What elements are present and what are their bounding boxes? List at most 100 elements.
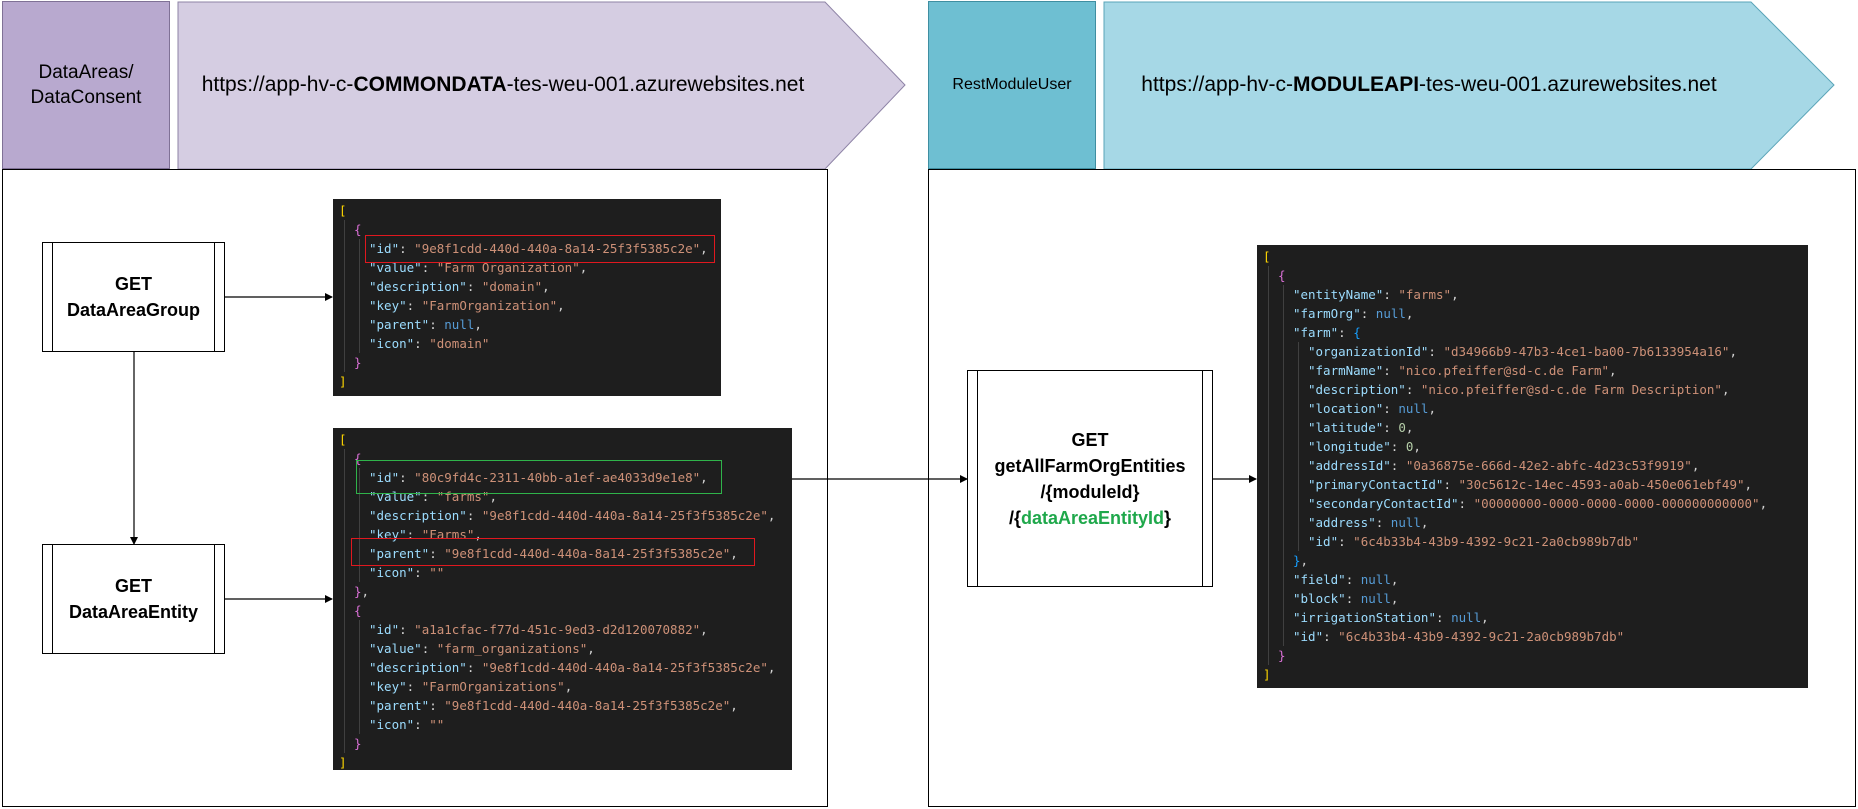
code-token: , (1451, 287, 1459, 302)
code-token: "address" (1308, 515, 1376, 530)
get-farmorg-path1: /{moduleId} (1040, 481, 1140, 502)
code-line: { (339, 220, 721, 239)
code-line: "key": "FarmOrganization", (339, 296, 721, 315)
code-line: "id": "a1a1cfac-f77d-451c-9ed3-d2d120070… (339, 620, 792, 639)
code-token: : (1390, 458, 1406, 473)
code-token: } (354, 355, 362, 370)
code-token: "domain" (429, 336, 490, 351)
code-token: , (587, 641, 595, 656)
code-token: , (1413, 439, 1421, 454)
json-dataareagroup: [ { "id": "9e8f1cdd-440d-440a-8a14-25f3f53… (333, 199, 721, 396)
code-token: "longitude" (1308, 439, 1391, 454)
code-line: "longitude": 0, (1263, 437, 1808, 456)
highlight-entity-parent (351, 538, 755, 566)
code-line: "icon": "" (339, 715, 792, 734)
code-token: "id" (1293, 629, 1324, 644)
right-header-url: https://app-hv-c-MODULEAPI-tes-weu-001.a… (1104, 1, 1754, 169)
left-url-prefix: https://app-hv-c- (201, 73, 354, 96)
code-token: : (1345, 591, 1361, 606)
code-token: "icon" (369, 717, 415, 732)
get-farmorg-path2-param: dataAreaEntityId (1020, 507, 1165, 528)
code-token: : (1375, 515, 1391, 530)
code-token: , (1609, 363, 1617, 378)
code-line: "latitude": 0, (1263, 418, 1808, 437)
code-token: , (564, 679, 573, 694)
code-token: : (429, 546, 445, 561)
code-token: , (557, 298, 565, 313)
right-url-suffix: -tes-weu-001.azurewebsites.net (1419, 73, 1717, 96)
code-token: "6c4b33b4-43b9-4392-9c21-2a0cb989b7db" (1353, 534, 1640, 549)
code-token: "parent" (369, 317, 430, 332)
code-token: null (1451, 610, 1482, 625)
code-line: "icon": "" (339, 563, 792, 582)
code-token: ] (339, 755, 347, 770)
code-line: "id": "9e8f1cdd-440d-440a-8a14-25f3f5385… (339, 239, 721, 258)
code-token: { (354, 222, 362, 237)
get-dataareaentity-name: DataAreaEntity (68, 602, 199, 622)
get-dataareagroup-method: GET (114, 274, 152, 294)
code-token: : (1338, 325, 1354, 340)
code-token: "farms" (436, 489, 490, 504)
code-token: "farmName" (1308, 363, 1384, 378)
code-line: "value": "farms", (339, 487, 792, 506)
code-token: null (1360, 591, 1391, 606)
code-token: "description" (1308, 382, 1406, 397)
code-token: , (1721, 382, 1730, 397)
get-farmorg-path2: /{dataAreaEntityId} (994, 505, 1185, 531)
left-header-label: DataAreas/ DataConsent (2, 1, 170, 169)
code-token: 0 (1405, 439, 1414, 454)
code-token: "" (429, 565, 445, 580)
code-token: "id" (369, 470, 400, 485)
code-token: "parent" (369, 546, 430, 561)
code-token: , (1300, 553, 1309, 568)
code-token: "80c9fd4c-2311-40bb-a1ef-ae4033d9e1e8" (414, 470, 701, 485)
code-token: , (1405, 306, 1414, 321)
code-token: , (474, 527, 482, 542)
code-token: [ (339, 432, 347, 447)
code-line: "description": "9e8f1cdd-440d-440a-8a14-… (339, 506, 792, 525)
code-token: "entityName" (1293, 287, 1384, 302)
code-token: [ (339, 203, 347, 218)
code-line: ] (339, 753, 792, 770)
code-token: "nico.pfeiffer@sd-c.de Farm Description" (1420, 382, 1722, 397)
code-token: "farm" (1293, 325, 1339, 340)
code-token: "description" (369, 508, 467, 523)
code-token: "domain" (481, 279, 543, 294)
code-token: : (429, 317, 445, 332)
code-token: "0a36875e-666d-42e2-abfc-4d23c53f9919" (1405, 458, 1692, 473)
code-token: , (1691, 458, 1700, 473)
code-token: "id" (1308, 534, 1339, 549)
code-token: : (414, 336, 430, 351)
code-token: "9e8f1cdd-440d-440a-8a14-25f3f5385c2e" (481, 660, 768, 675)
code-line: "icon": "domain" (339, 334, 721, 353)
code-token: , (767, 660, 776, 675)
code-line: ] (339, 372, 721, 391)
code-line: } (339, 734, 792, 753)
code-token: "id" (369, 241, 400, 256)
code-line: } (339, 353, 721, 372)
code-token: : (466, 279, 482, 294)
right-header-label: RestModuleUser (928, 1, 1096, 169)
code-token: "value" (369, 489, 422, 504)
code-line: "primaryContactId": "30c5612c-14ec-4593-… (1263, 475, 1808, 494)
code-token: "nico.pfeiffer@sd-c.de Farm" (1398, 363, 1610, 378)
code-token: : (399, 622, 415, 637)
code-token: : (1428, 344, 1444, 359)
code-token: , (700, 622, 708, 637)
code-token: "Farm Organization" (436, 260, 580, 275)
code-token: "block" (1293, 591, 1346, 606)
code-token: : (466, 660, 482, 675)
code-token: "9e8f1cdd-440d-440a-8a14-25f3f5385c2e" (444, 698, 731, 713)
left-url-bold: COMMONDATA (353, 73, 507, 96)
code-token: , (1729, 344, 1737, 359)
code-token: "icon" (369, 336, 415, 351)
code-line: "farmOrg": null, (1263, 304, 1808, 323)
code-token: : (406, 679, 422, 694)
json-farmorg-entities: [{"entityName": "farms","farmOrg": null,… (1257, 245, 1808, 688)
code-token: "9e8f1cdd-440d-440a-8a14-25f3f5385c2e" (414, 241, 701, 256)
highlight-group-id (365, 235, 715, 263)
code-token: "irrigationStation" (1293, 610, 1436, 625)
code-line: "organizationId": "d34966b9-47b3-4ce1-ba… (1263, 342, 1808, 361)
code-line: "id": "80c9fd4c-2311-40bb-a1ef-ae4033d9e… (339, 468, 792, 487)
code-token: "description" (369, 279, 467, 294)
